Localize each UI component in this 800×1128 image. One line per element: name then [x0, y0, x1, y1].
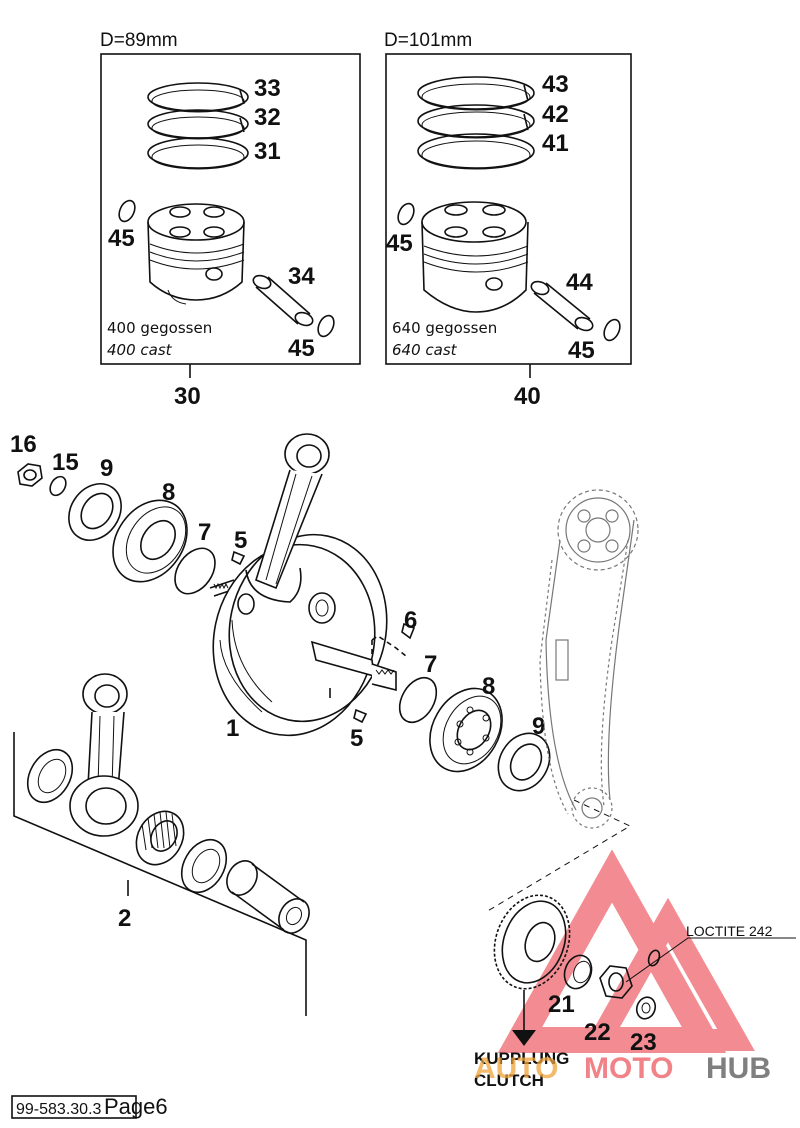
kit-box-101	[385, 53, 632, 365]
washer-15	[49, 475, 67, 497]
clutch-direction-arrow	[512, 1030, 536, 1046]
piston-101	[421, 201, 529, 313]
key-5-bottom	[353, 708, 368, 724]
callout-15: 15	[52, 449, 79, 476]
piston-pin-89	[252, 274, 314, 327]
conrod-2	[69, 673, 139, 837]
washer-23	[635, 996, 657, 1020]
crankshaft-1	[212, 533, 388, 737]
diameter-label-101: D=101mm	[384, 30, 472, 51]
callout-5-top: 5	[234, 527, 247, 554]
piston-pin-101	[530, 280, 594, 332]
diameter-label-89: D=89mm	[100, 30, 178, 51]
piston-kit-101mm: D=101mm	[384, 30, 632, 410]
callout-9-right: 9	[532, 713, 545, 740]
bearing-8-left	[112, 499, 188, 583]
callout-21: 21	[548, 991, 575, 1018]
clutch-label-de: KUPPLUNG	[474, 1049, 569, 1068]
callout-7-right: 7	[424, 651, 437, 678]
callout-45-c: 45	[386, 230, 413, 257]
circlip-101-left	[397, 202, 415, 226]
cam-sprocket	[557, 489, 639, 571]
callout-45-d: 45	[568, 337, 595, 364]
callout-22: 22	[584, 1019, 611, 1046]
piston-89	[147, 203, 245, 305]
piston-rings-101	[417, 76, 535, 170]
piston-rings-89	[147, 82, 249, 170]
kit-number-40: 40	[514, 383, 541, 410]
cast-note-en-400: 400 cast	[107, 341, 173, 359]
seal-9-left	[68, 483, 122, 541]
watermark-auto: AUTO	[474, 1052, 558, 1085]
watermark-logo	[497, 849, 755, 1053]
conrod-shim-left	[26, 748, 74, 804]
nut-16	[17, 463, 43, 487]
callout-32: 32	[254, 104, 281, 131]
chain-guide	[555, 639, 569, 681]
callout-33: 33	[254, 75, 281, 102]
crank-pin	[226, 860, 310, 934]
callout-8-left: 8	[162, 479, 175, 506]
shim-7-right	[398, 676, 438, 724]
clutch-drive-group: LOCTITE 242 21 22 23 KUPPLUNG CLUTCH	[474, 894, 796, 1090]
conrod-shim-right	[180, 838, 228, 894]
doc-number-box	[11, 1095, 137, 1119]
shim-7-left	[174, 547, 216, 595]
crankshaft-assembly: 16 15 9 8 7 5 6 7 8 9 1 5	[10, 431, 551, 792]
loctite-note: LOCTITE 242	[686, 923, 773, 939]
circlip-89-left	[118, 199, 136, 223]
primary-gear	[493, 894, 571, 990]
spacer-21	[563, 954, 593, 990]
watermark-hub: HUB	[706, 1052, 771, 1085]
key-6	[401, 622, 416, 640]
callout-31: 31	[254, 138, 281, 165]
callout-41: 41	[542, 130, 569, 157]
cast-note-de-640: 640 gegossen	[392, 319, 497, 337]
callout-9-left: 9	[100, 455, 113, 482]
kit-box-89	[100, 53, 361, 365]
callout-1: 1	[226, 715, 239, 742]
crank-sprocket	[571, 787, 613, 829]
cast-note-en-640: 640 cast	[392, 341, 458, 359]
callout-8-right: 8	[482, 673, 495, 700]
callout-34: 34	[288, 263, 315, 290]
kit-number-30: 30	[174, 383, 201, 410]
conrod-kit-2: 2	[13, 673, 310, 1016]
doc-number: 99-583.30.3	[16, 1101, 102, 1118]
circlip-89-right	[317, 314, 335, 338]
cast-note-de-400: 400 gegossen	[107, 319, 212, 337]
key-5-top	[231, 550, 246, 566]
piston-kit-89mm: D=89mm	[100, 30, 361, 410]
callout-23: 23	[630, 1029, 657, 1056]
footer: 99-583.30.3 Page6	[11, 1094, 168, 1119]
loctite-leader	[625, 937, 796, 983]
callout-16: 16	[10, 431, 37, 458]
watermark-text: AUTO MOTO HUB	[474, 1052, 771, 1085]
callout-7-left: 7	[198, 519, 211, 546]
circlip-101-right	[603, 318, 621, 342]
callout-42: 42	[542, 101, 569, 128]
crank-shaft-right	[310, 635, 407, 692]
bearing-8-right	[429, 687, 503, 773]
callout-44: 44	[566, 269, 593, 296]
clutch-label-en: CLUTCH	[474, 1071, 544, 1090]
timing-chain	[485, 489, 639, 913]
nut-22	[599, 965, 633, 999]
watermark-moto: MOTO	[584, 1052, 673, 1085]
callout-5-bottom: 5	[350, 725, 363, 752]
loctite-drop	[647, 949, 661, 967]
kit-number-2: 2	[118, 905, 131, 932]
callout-45-b: 45	[288, 335, 315, 362]
needle-bearing	[135, 810, 185, 866]
callout-6: 6	[404, 607, 417, 634]
conrod-on-crank	[245, 433, 330, 603]
callout-45-a: 45	[108, 225, 135, 252]
page-number: Page6	[104, 1094, 168, 1119]
callout-43: 43	[542, 71, 569, 98]
seal-9-right	[497, 732, 551, 792]
